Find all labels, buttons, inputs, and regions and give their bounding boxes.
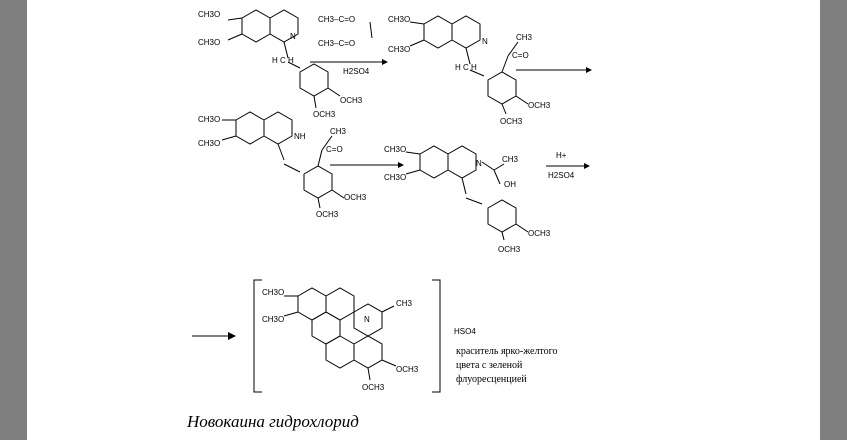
- mol2-och3-1: OCH3: [528, 101, 551, 110]
- mol1-och3-1: OCH3: [340, 96, 363, 105]
- product-molecule: [283, 287, 397, 381]
- document-page: CH3O CH3O N H C H OCH3 OCH3 CH3–C=O CH3–…: [27, 0, 820, 440]
- caption-title: Новокаина гидрохлорид: [187, 412, 359, 431]
- molecule-1: [227, 9, 341, 109]
- mol3-nh: NH: [294, 132, 306, 141]
- mol3-och3-1: OCH3: [344, 193, 367, 202]
- prod-n-plus: N: [364, 315, 370, 324]
- mol2-hch: H C H: [455, 63, 477, 72]
- prod-ch3: CH3: [396, 299, 413, 308]
- molecule-2: [409, 15, 592, 115]
- anion-hso4: HSO4: [454, 327, 476, 336]
- prod-ch3o-1: CH3O: [262, 288, 284, 297]
- mol2-ch3o-2: CH3O: [388, 45, 410, 54]
- mol4-ch3o-1: CH3O: [384, 145, 406, 154]
- mol2-ch3o-1: CH3O: [388, 15, 410, 24]
- mol1-och3-2: OCH3: [313, 110, 336, 119]
- reagent-anhydride-2: CH3–C=O: [318, 39, 355, 48]
- prod-ch3o-2: CH3O: [262, 315, 284, 324]
- mol2-n: N: [482, 37, 488, 46]
- mol3-ch3o-2: CH3O: [198, 139, 220, 148]
- mol3-ch3: CH3: [330, 127, 347, 136]
- prod-och3-2: OCH3: [362, 383, 385, 392]
- mol1-ch3o-1: CH3O: [198, 10, 220, 19]
- mol4-ch3: CH3: [502, 155, 519, 164]
- molecule-4: [405, 145, 529, 241]
- mol4-och3-2: OCH3: [498, 245, 521, 254]
- molecule-3: [221, 111, 345, 209]
- mol3-ch3o-1: CH3O: [198, 115, 220, 124]
- left-margin: [0, 0, 27, 440]
- mol2-co: C=O: [512, 51, 529, 60]
- reagent-h2so4-2: H2SO4: [548, 171, 575, 180]
- dye-note-line-1: краситель ярко-желтого: [456, 346, 558, 357]
- mol4-oh: OH: [504, 180, 516, 189]
- mol4-n: N: [476, 159, 482, 168]
- mol3-co: C=O: [326, 145, 343, 154]
- reagent-h2so4: H2SO4: [343, 67, 370, 76]
- reaction-scheme: CH3O CH3O N H C H OCH3 OCH3 CH3–C=O CH3–…: [192, 9, 592, 393]
- mol2-och3-2: OCH3: [500, 117, 523, 126]
- mol1-hch: H C H: [272, 56, 294, 65]
- mol1-ch3o-2: CH3O: [198, 38, 220, 47]
- dye-note-line-2: цвета с зеленой: [456, 360, 523, 371]
- mol4-och3-1: OCH3: [528, 229, 551, 238]
- mol4-ch3o-2: CH3O: [384, 173, 406, 182]
- reagent-anhydride-1: CH3–C=O: [318, 15, 355, 24]
- reagent-proton: H+: [556, 151, 567, 160]
- mol3-och3-2: OCH3: [316, 210, 339, 219]
- dye-note-line-3: флуоресценцией: [456, 374, 527, 385]
- mol1-n: N: [290, 32, 296, 41]
- mol2-ch3: CH3: [516, 33, 533, 42]
- bracket-right: [432, 279, 441, 393]
- prod-och3-1: OCH3: [396, 365, 419, 374]
- bracket-left: [253, 279, 262, 393]
- right-margin: [820, 0, 847, 440]
